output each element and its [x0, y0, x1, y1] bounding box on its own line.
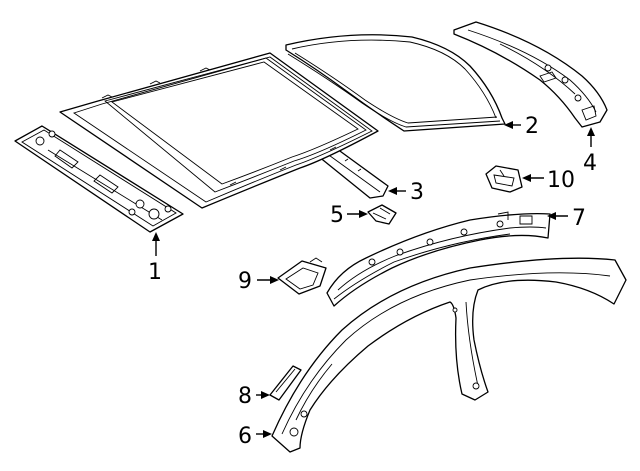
callout-9: 9 [238, 269, 279, 294]
callout-label-10: 10 [547, 168, 575, 193]
callout-3: 3 [388, 180, 424, 205]
callout-2: 2 [504, 114, 539, 139]
callout-label-4: 4 [583, 151, 597, 176]
part-10-rear-bracket[interactable] [485, 165, 523, 193]
part-5-bracket[interactable] [367, 204, 397, 225]
roof-frame-panel[interactable] [59, 52, 379, 209]
callout-7: 7 [547, 206, 586, 231]
callout-label-5: 5 [330, 203, 344, 228]
callout-label-7: 7 [572, 206, 586, 231]
callout-label-9: 9 [238, 269, 252, 294]
callout-5: 5 [330, 203, 368, 228]
part-8-trim-strip[interactable] [269, 365, 302, 401]
callout-6: 6 [238, 424, 272, 449]
callout-label-8: 8 [238, 384, 252, 409]
part-6-pillar-panel[interactable] [271, 257, 627, 453]
callout-10: 10 [522, 168, 575, 193]
callout-8: 8 [238, 384, 270, 409]
part-7-roof-side-rail[interactable] [326, 211, 551, 307]
part-2-sunroof-glass[interactable] [285, 34, 506, 132]
callout-label-2: 2 [525, 114, 539, 139]
part-4-rear-header[interactable] [453, 21, 608, 128]
callout-label-3: 3 [410, 180, 424, 205]
callout-label-1: 1 [148, 260, 162, 285]
callout-4: 4 [583, 127, 597, 176]
callout-label-6: 6 [238, 424, 252, 449]
part-9-clip-bracket[interactable] [277, 257, 327, 295]
callout-1: 1 [148, 232, 162, 285]
part-1-front-header-panel[interactable] [14, 125, 184, 233]
